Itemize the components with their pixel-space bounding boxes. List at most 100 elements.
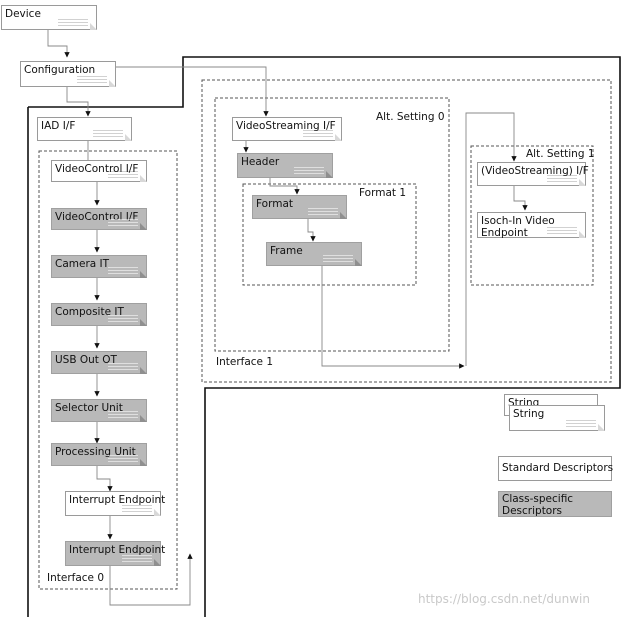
page-fold-decoration: [355, 259, 362, 266]
page-fold-decoration: [140, 415, 147, 422]
configuration-descriptor: Configuration: [20, 61, 116, 87]
videostreaming-alt1-interface-descriptor: (VideoStreaming) I/F: [477, 162, 589, 186]
interrupt-endpoint-class-descriptor: Interrupt Endpoint: [65, 541, 165, 566]
conn-processing-interrupt: [96, 466, 113, 492]
videocontrol-class-descriptor: VideoControl I/F: [51, 208, 147, 230]
format1-label: Format 1: [359, 187, 407, 199]
alt-setting1-label: Alt. Setting 1: [526, 148, 595, 160]
format1-box: [242, 183, 417, 286]
device-label: Device: [5, 8, 41, 20]
configuration-label: Configuration: [24, 64, 96, 76]
interface1-label: Interface 1: [216, 356, 274, 368]
camera-it-label: Camera IT: [55, 258, 110, 270]
usb-out-ot-descriptor: USB Out OT: [51, 351, 147, 374]
text-lines-decoration: [108, 409, 138, 418]
conn-interrupt-to-if1: [109, 553, 193, 606]
page-fold-decoration: [140, 271, 147, 278]
page-fold-decoration: [140, 175, 147, 182]
page-fold-decoration: [579, 179, 586, 186]
page-fold-decoration: [140, 223, 147, 230]
conn-config-iad: [66, 87, 91, 117]
text-lines-decoration: [308, 206, 338, 215]
page-fold-decoration: [340, 212, 347, 219]
text-lines-decoration: [108, 169, 138, 178]
text-lines-decoration: [108, 265, 138, 274]
videostreaming-alt1-interface-label: (VideoStreaming) I/F: [481, 165, 589, 177]
alt-setting0-box: [214, 97, 450, 352]
page-fold-decoration: [140, 459, 147, 466]
text-lines-decoration: [77, 74, 107, 83]
page-fold-decoration: [154, 509, 161, 516]
page-fold-decoration: [90, 23, 97, 30]
selector-unit-label: Selector Unit: [55, 402, 123, 414]
text-lines-decoration: [108, 217, 138, 226]
iad-label: IAD I/F: [41, 120, 76, 132]
page-fold-decoration: [335, 134, 342, 141]
text-lines-decoration: [93, 128, 123, 137]
interrupt-endpoint-std-descriptor: Interrupt Endpoint: [65, 491, 165, 516]
text-lines-decoration: [547, 173, 577, 182]
conn-header-format: [269, 178, 300, 195]
conn-device-config: [47, 30, 70, 58]
legend-string-front: String: [509, 405, 605, 431]
isoch-in-endpoint-descriptor: Isoch-In Video Endpoint: [477, 212, 586, 239]
legend-standard-descriptors: Standard Descriptors: [498, 456, 614, 481]
legend-class-specific-line1: Class-specific: [502, 493, 574, 505]
interrupt-endpoint-std-label: Interrupt Endpoint: [69, 494, 166, 506]
text-lines-decoration: [108, 313, 138, 322]
camera-it-descriptor: Camera IT: [51, 255, 147, 278]
legend-class-specific-descriptors: Class-specific Descriptors: [498, 491, 612, 517]
conn-config-vs: [108, 66, 269, 117]
watermark: https://blog.csdn.net/dunwin: [418, 592, 590, 606]
composite-it-descriptor: Composite IT: [51, 303, 147, 326]
format-label: Format: [256, 198, 294, 210]
page-fold-decoration: [140, 367, 147, 374]
interface1-box: [201, 79, 612, 383]
text-lines-decoration: [566, 418, 596, 427]
text-lines-decoration: [108, 361, 138, 370]
header-label: Header: [241, 156, 280, 168]
conn-vsalt1-isoch: [513, 186, 528, 211]
header-descriptor: Header: [237, 153, 333, 178]
text-lines-decoration: [58, 17, 88, 26]
text-lines-decoration: [547, 225, 577, 234]
videocontrol-interface-descriptor: VideoControl I/F: [51, 160, 147, 182]
format-descriptor: Format: [252, 195, 347, 219]
text-lines-decoration: [122, 503, 152, 512]
videostreaming-interface-label: VideoStreaming I/F: [236, 120, 336, 132]
alt-setting1-box: [470, 145, 594, 286]
processing-unit-descriptor: Processing Unit: [51, 443, 147, 466]
conn-format-frame: [307, 219, 316, 242]
selector-unit-descriptor: Selector Unit: [51, 399, 147, 422]
legend-class-specific-line2: Descriptors: [502, 505, 563, 517]
videocontrol-interface-label: VideoControl I/F: [55, 163, 139, 175]
text-lines-decoration: [303, 128, 333, 137]
frame-descriptor: Frame: [266, 242, 362, 266]
iad-descriptor: IAD I/F: [37, 117, 132, 141]
legend-string-front-label: String: [513, 408, 545, 420]
text-lines-decoration: [108, 453, 138, 462]
page-fold-decoration: [140, 319, 147, 326]
interface0-box: [38, 150, 178, 590]
device-descriptor: Device: [1, 5, 97, 30]
videostreaming-interface-descriptor: VideoStreaming I/F: [232, 117, 342, 141]
conn-alt0-to-alt1: [465, 112, 517, 366]
frame-label: Frame: [270, 245, 303, 257]
isoch-in-endpoint-label-line1: Isoch-In Video: [481, 215, 555, 227]
page-fold-decoration: [109, 80, 116, 87]
interface0-label: Interface 0: [47, 572, 105, 584]
page-fold-decoration: [125, 134, 132, 141]
alt-setting0-label: Alt. Setting 0: [376, 111, 445, 123]
isoch-in-endpoint-label-line2: Endpoint: [481, 227, 528, 239]
usb-out-ot-label: USB Out OT: [55, 354, 117, 366]
text-lines-decoration: [122, 553, 152, 562]
text-lines-decoration: [294, 165, 324, 174]
legend-standard-label: Standard Descriptors: [502, 462, 614, 474]
conn-frame-alt1: [321, 266, 465, 369]
page-fold-decoration: [154, 559, 161, 566]
page-fold-decoration: [598, 424, 605, 431]
interfaces-outline: [28, 56, 621, 617]
composite-it-label: Composite IT: [55, 306, 124, 318]
